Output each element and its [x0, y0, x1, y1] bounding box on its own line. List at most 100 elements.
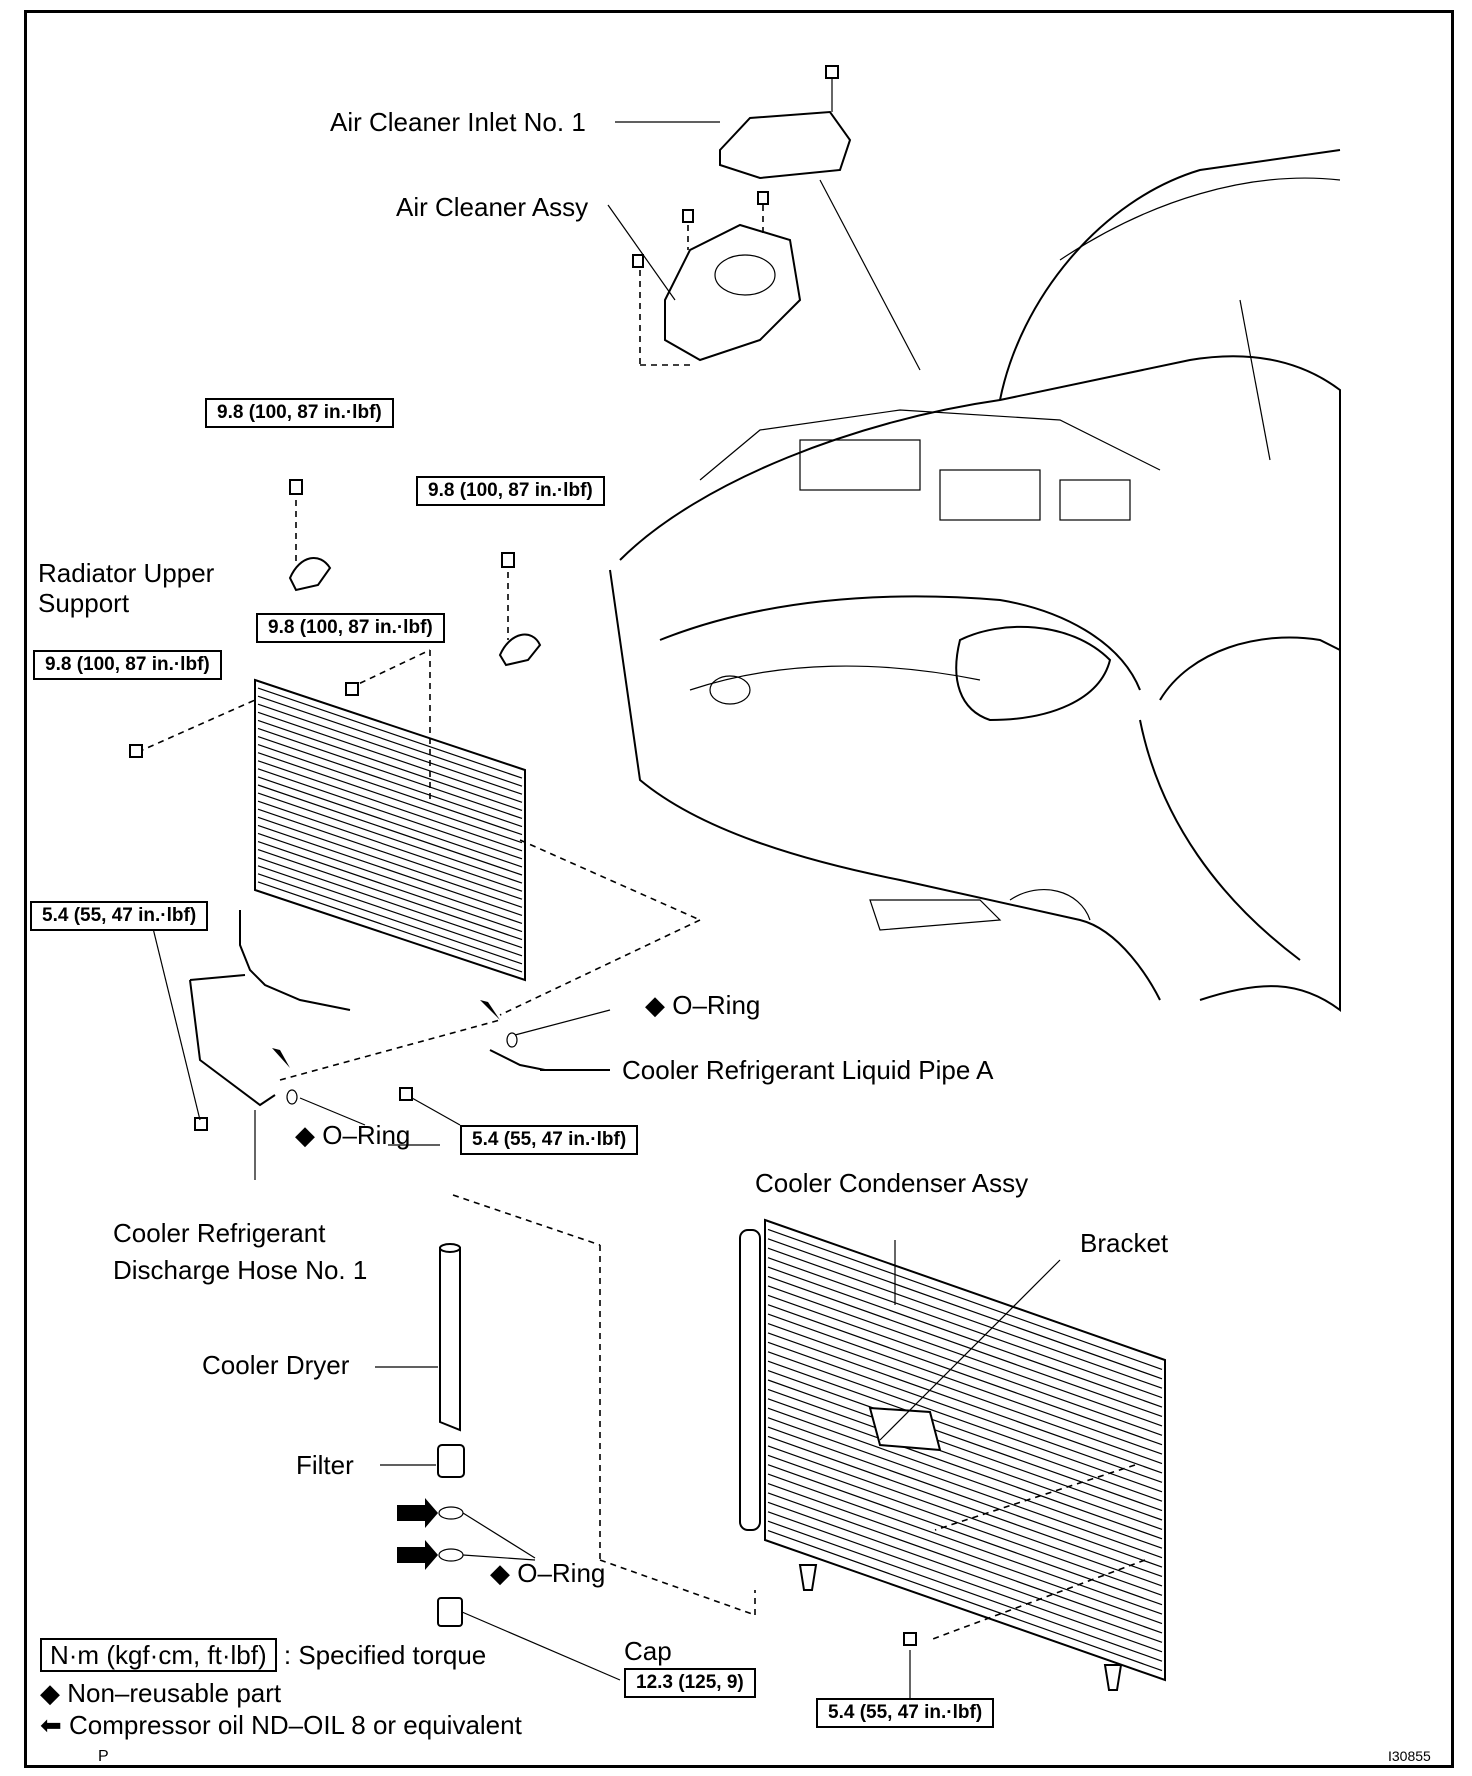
air-cleaner-assy-part: [632, 191, 802, 366]
diamond-icon: ◆: [645, 990, 673, 1020]
condenser-fin: [257, 832, 523, 925]
condenser-fin: [767, 1473, 1163, 1615]
diagram-frame: [24, 10, 1454, 1768]
label-cooler-condenser-assy: Cooler Condenser Assy: [755, 1168, 1029, 1198]
label-o-ring-bottom: ◆ O–Ring: [490, 1558, 606, 1588]
arrow-left-icon: ⬅: [40, 1710, 62, 1740]
vehicle-illustration: [609, 149, 1341, 1012]
refrigerant-hose-parts: [149, 910, 611, 1180]
condenser-fin: [257, 719, 523, 811]
condenser-fin: [767, 1482, 1163, 1625]
condenser-fin: [767, 1322, 1163, 1465]
label-o-ring-left: ◆ O–Ring: [295, 1120, 411, 1150]
condenser-fin: [257, 687, 523, 779]
diamond-icon: ◆: [295, 1120, 323, 1150]
label-cooler-discharge-hose: Cooler Refrigerant Discharge Hose No. 1: [113, 1218, 368, 1285]
condenser-fin: [767, 1341, 1163, 1483]
condenser-fin: [767, 1379, 1163, 1521]
condenser-fin: [257, 865, 523, 957]
condenser-fin: [257, 727, 523, 820]
torque-condenser-bolt-left: 9.8 (100, 87 in.·lbf): [33, 650, 222, 680]
condenser-fin: [767, 1228, 1163, 1370]
condenser-fin: [767, 1238, 1163, 1380]
label-radiator-upper-support: Radiator Upper Support: [38, 558, 215, 618]
legend-compressor-oil: ⬅ Compressor oil ND–OIL 8 or equivalent: [40, 1710, 522, 1740]
condenser-fin: [767, 1313, 1163, 1455]
condenser-fin: [257, 768, 523, 860]
condenser-fin: [767, 1247, 1163, 1389]
torque-hose-bolt: 5.4 (55, 47 in.·lbf): [30, 901, 209, 931]
condenser-fin: [257, 744, 523, 836]
legend-torque: N·m (kgf·cm, ft·lbf) : Specified torque: [40, 1638, 487, 1672]
condenser-small-part: [129, 649, 701, 1016]
condenser-fin: [767, 1435, 1163, 1578]
condenser-fin: [257, 711, 523, 803]
condenser-fin: [767, 1426, 1163, 1568]
torque-pipe-bolt: 5.4 (55, 47 in.·lbf): [460, 1125, 639, 1155]
legend-torque-desc: : Specified torque: [283, 1640, 487, 1670]
condenser-fin: [257, 776, 523, 868]
condenser-fin: [767, 1332, 1163, 1474]
condenser-fin: [767, 1407, 1163, 1549]
label-filter: Filter: [296, 1450, 354, 1480]
condenser-fin: [767, 1445, 1163, 1587]
condenser-fin: [257, 808, 523, 900]
condenser-fin: [767, 1388, 1163, 1530]
label-air-cleaner-assy: Air Cleaner Assy: [396, 192, 589, 222]
radiator-upper-support-parts: [288, 479, 542, 667]
condenser-fin: [767, 1501, 1163, 1643]
condenser-fin: [767, 1285, 1163, 1427]
torque-lower-bolt: 5.4 (55, 47 in.·lbf): [816, 1698, 995, 1728]
condenser-fin: [767, 1511, 1163, 1653]
footer-letter: P: [98, 1748, 109, 1765]
condenser-fin: [767, 1454, 1163, 1596]
condenser-fin: [767, 1530, 1163, 1672]
condenser-fin: [257, 881, 523, 973]
label-cap: Cap: [624, 1636, 672, 1666]
condenser-fin: [257, 784, 523, 876]
condenser-fin: [767, 1294, 1163, 1436]
label-o-ring-top: ◆ O–Ring: [645, 990, 761, 1020]
condenser-fin: [767, 1275, 1163, 1418]
condenser-large-part: [739, 1218, 1166, 1715]
label-bracket: Bracket: [1080, 1228, 1169, 1258]
condenser-fin: [767, 1370, 1163, 1512]
condenser-fin: [257, 752, 523, 844]
dryer-assembly-parts: [375, 1194, 756, 1681]
condenser-fin: [257, 760, 523, 852]
legend-non-reusable: ◆ Non–reusable part: [40, 1678, 282, 1708]
torque-upper-bolt-1: 9.8 (100, 87 in.·lbf): [205, 398, 394, 428]
condenser-fin: [767, 1417, 1163, 1559]
condenser-fin: [257, 800, 523, 892]
torque-condenser-bolt-right: 9.8 (100, 87 in.·lbf): [256, 613, 445, 643]
legend-torque-unit: N·m (kgf·cm, ft·lbf): [40, 1638, 277, 1672]
torque-cap: 12.3 (125, 9): [624, 1668, 756, 1698]
condenser-fin: [257, 857, 523, 949]
condenser-fin: [767, 1351, 1163, 1493]
condenser-fin: [767, 1304, 1163, 1446]
condenser-fin: [257, 840, 523, 933]
label-cooler-dryer: Cooler Dryer: [202, 1350, 350, 1380]
torque-upper-bolt-2: 9.8 (100, 87 in.·lbf): [416, 476, 605, 506]
condenser-fin: [767, 1492, 1163, 1634]
condenser-fin: [767, 1360, 1163, 1502]
condenser-fin: [257, 703, 523, 795]
label-leader-lines: [388, 121, 720, 1146]
condenser-fin: [257, 792, 523, 884]
condenser-fin: [257, 873, 523, 965]
air-cleaner-inlet-part: [719, 65, 852, 180]
figure-id: I30855: [1388, 1748, 1431, 1764]
condenser-fin: [257, 824, 523, 916]
condenser-fin: [767, 1266, 1163, 1408]
label-air-cleaner-inlet: Air Cleaner Inlet No. 1: [330, 107, 586, 137]
condenser-fin: [767, 1520, 1163, 1662]
label-cooler-liquid-pipe: Cooler Refrigerant Liquid Pipe A: [622, 1055, 994, 1085]
diamond-icon: ◆: [490, 1558, 518, 1588]
condenser-fin: [257, 735, 523, 828]
condenser-fin: [257, 695, 523, 787]
condenser-fin: [767, 1464, 1163, 1606]
condenser-fin: [767, 1398, 1163, 1540]
condenser-fin: [257, 816, 523, 908]
condenser-fin: [767, 1257, 1163, 1399]
